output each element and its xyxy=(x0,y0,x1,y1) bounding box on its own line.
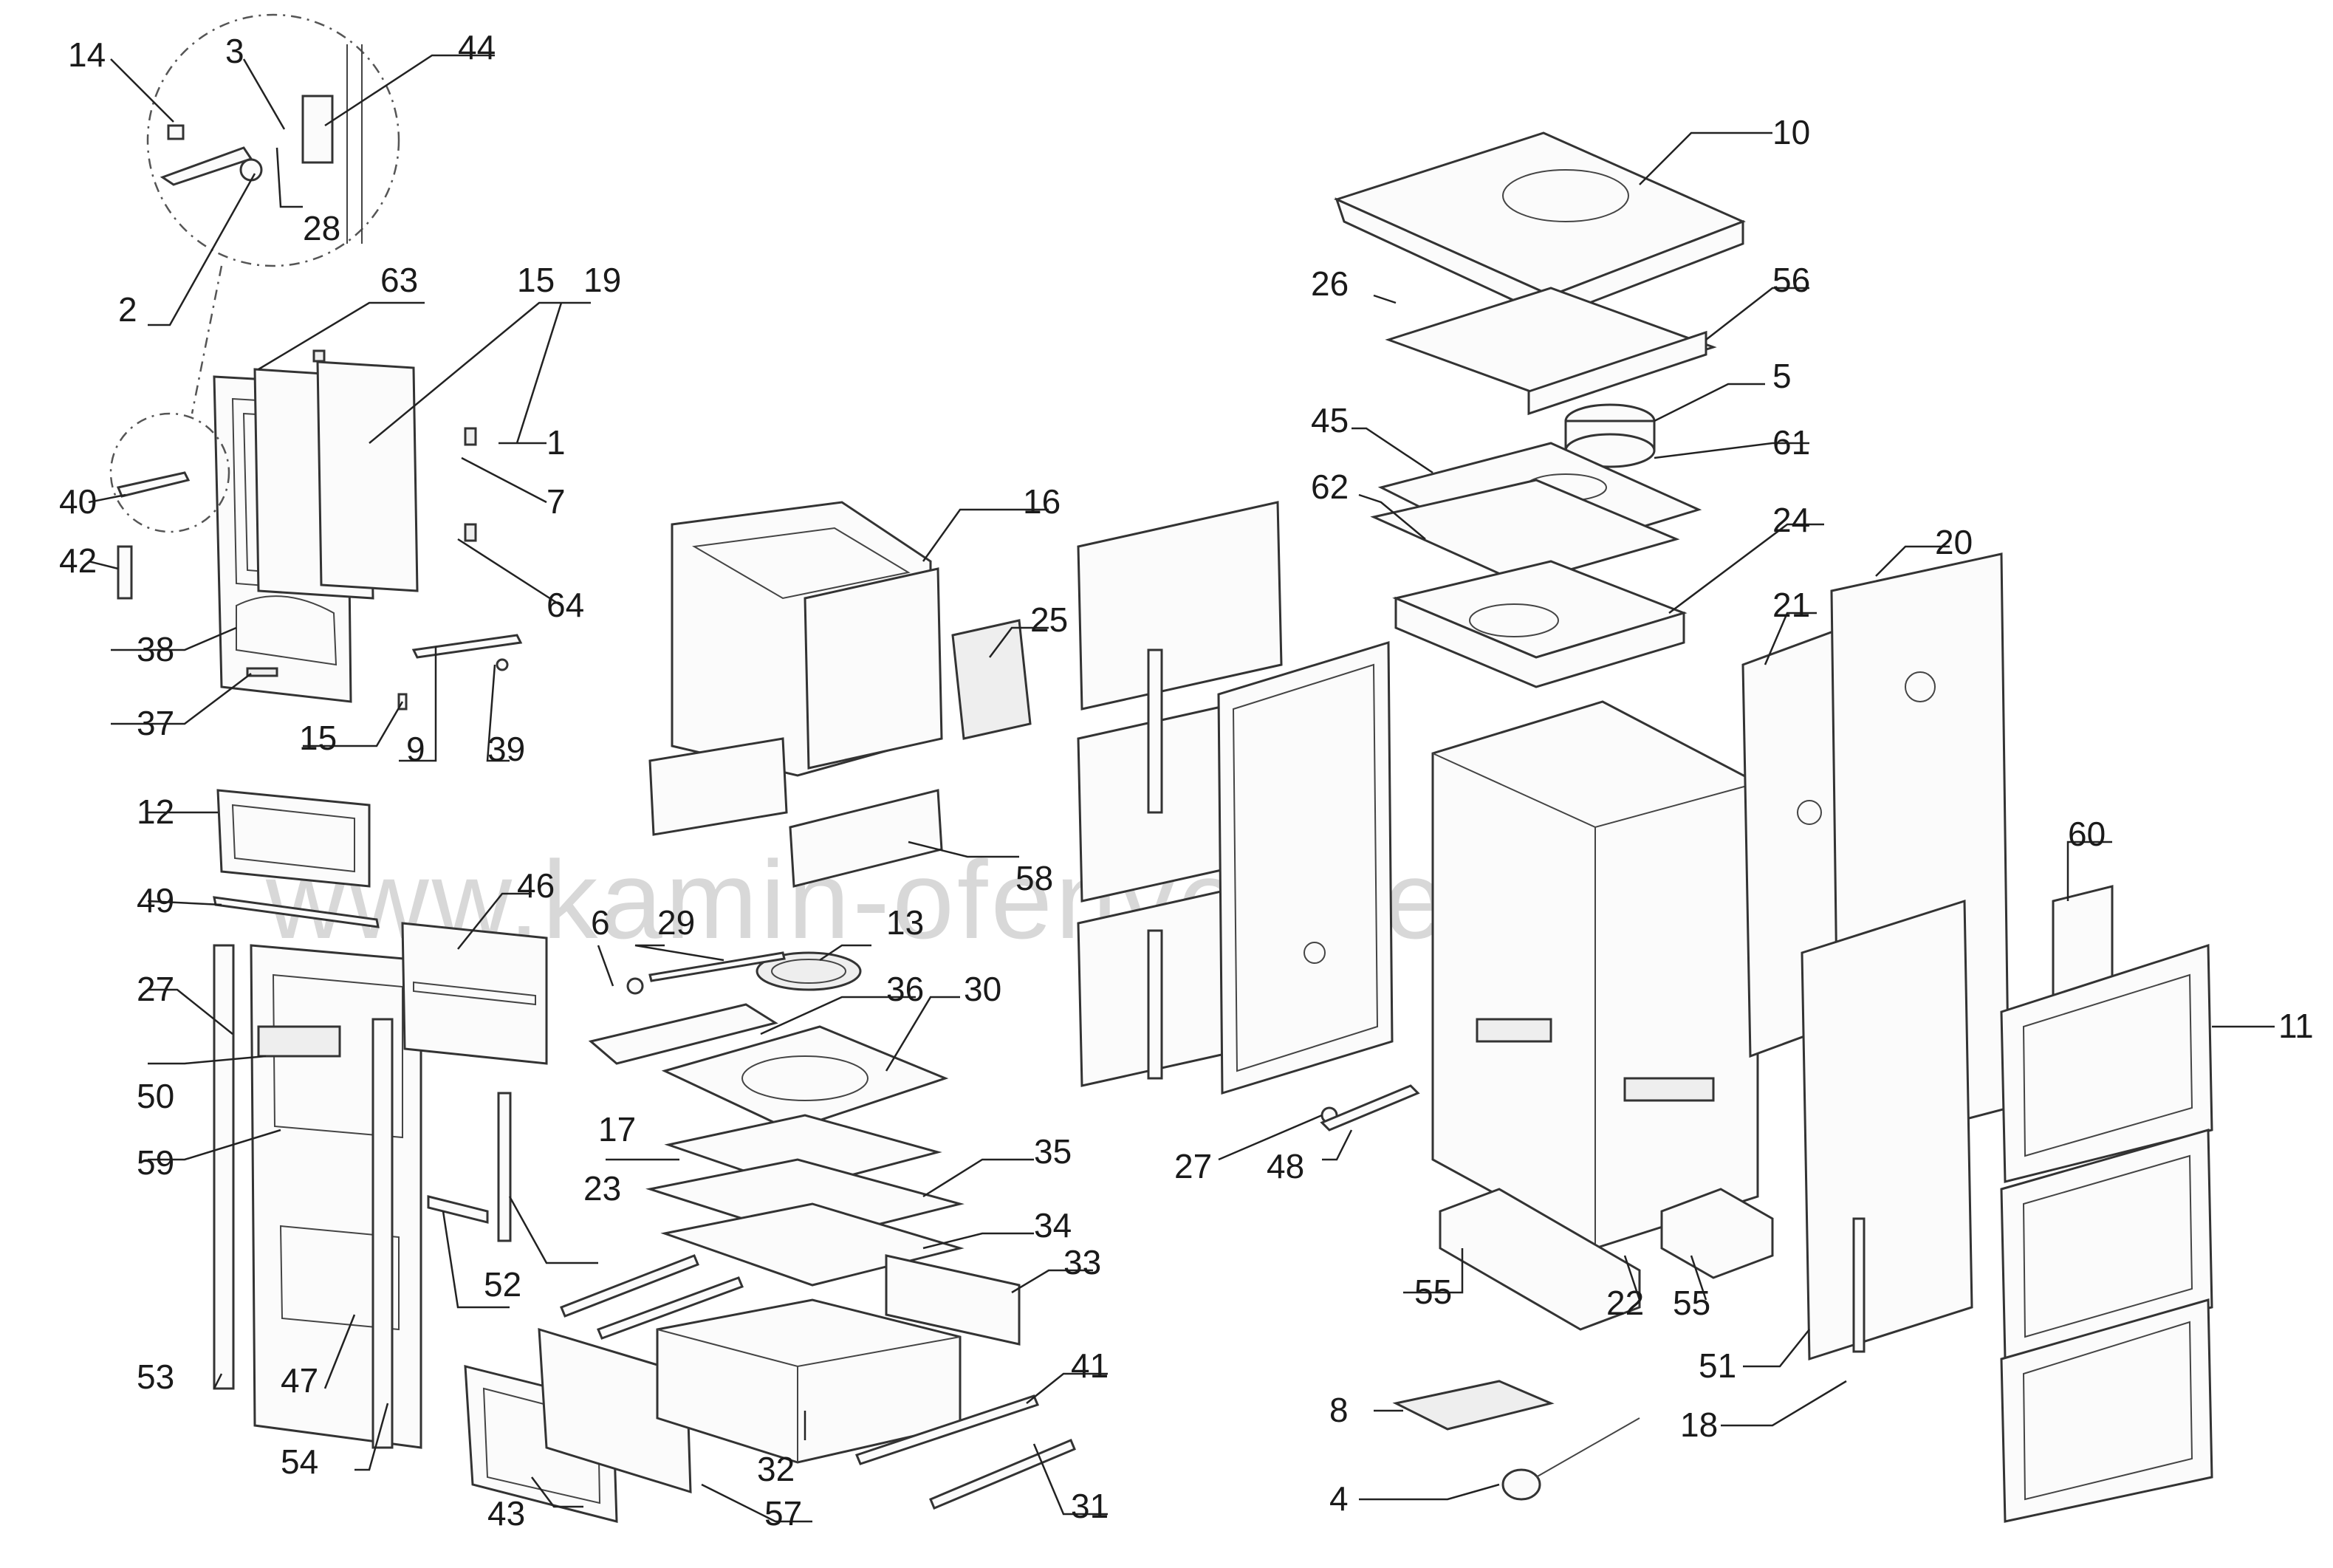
plate-45-62 xyxy=(1370,442,1702,585)
detail-hinge-circle xyxy=(146,13,400,267)
callout-27-right: 27 xyxy=(1174,1147,1212,1185)
callout-55-right: 55 xyxy=(1673,1284,1710,1322)
lever-48-27 xyxy=(1320,1084,1420,1132)
callout-62: 62 xyxy=(1311,468,1349,506)
door-glass-63 xyxy=(253,349,477,600)
callout-7: 7 xyxy=(547,482,566,521)
firebox-16 xyxy=(648,501,943,888)
callout-8: 8 xyxy=(1329,1391,1349,1429)
callout-33: 33 xyxy=(1063,1243,1101,1281)
callout-9: 9 xyxy=(406,730,425,768)
callout-37: 37 xyxy=(137,704,174,742)
callout-59: 59 xyxy=(137,1143,174,1182)
strip-52 xyxy=(427,1195,489,1224)
callout-14: 14 xyxy=(68,35,106,74)
callout-5: 5 xyxy=(1772,357,1792,395)
callout-46: 46 xyxy=(517,866,555,905)
callout-24: 24 xyxy=(1772,501,1810,539)
callout-48: 48 xyxy=(1267,1147,1304,1185)
callout-41: 41 xyxy=(1071,1346,1109,1385)
callout-17: 17 xyxy=(598,1110,636,1148)
grate-13 xyxy=(626,951,862,995)
callout-18: 18 xyxy=(1680,1406,1718,1444)
tiles-11 xyxy=(2000,943,2213,1523)
rails-55 xyxy=(1439,1188,1774,1331)
callout-50: 50 xyxy=(137,1077,174,1115)
callout-53: 53 xyxy=(137,1358,174,1396)
callout-34: 34 xyxy=(1034,1206,1072,1245)
callout-57: 57 xyxy=(764,1494,802,1533)
callout-28: 28 xyxy=(303,209,340,247)
callout-25: 25 xyxy=(1030,600,1068,639)
callout-42: 42 xyxy=(59,541,97,580)
callout-4: 4 xyxy=(1329,1479,1349,1518)
callout-12: 12 xyxy=(137,792,174,831)
hinge-detail-40 xyxy=(109,412,230,600)
callout-43: 43 xyxy=(487,1494,525,1533)
callout-31: 31 xyxy=(1071,1487,1109,1525)
callout-38: 38 xyxy=(137,630,174,668)
callout-54: 54 xyxy=(281,1442,318,1481)
callout-6: 6 xyxy=(591,903,610,942)
callout-21: 21 xyxy=(1772,586,1810,624)
callout-55-left: 55 xyxy=(1414,1273,1452,1311)
panel-46 xyxy=(401,922,548,1065)
callout-56: 56 xyxy=(1772,261,1810,299)
callout-29: 29 xyxy=(657,903,695,942)
callout-58: 58 xyxy=(1015,859,1053,897)
plates-56-26 xyxy=(1385,287,1717,416)
callout-44: 44 xyxy=(458,28,496,66)
callout-1: 1 xyxy=(547,423,566,462)
callout-15-top: 15 xyxy=(517,261,555,299)
top-plate-10 xyxy=(1333,131,1746,319)
callout-22: 22 xyxy=(1606,1284,1644,1322)
callout-2: 2 xyxy=(118,290,137,329)
callout-11: 11 xyxy=(2278,1007,2314,1045)
callout-52: 52 xyxy=(484,1265,521,1304)
callout-32: 32 xyxy=(757,1450,795,1488)
grate-25 xyxy=(951,619,1032,740)
plate-36-30 xyxy=(588,1003,949,1132)
callout-13: 13 xyxy=(886,903,924,942)
strip-23 xyxy=(497,1092,512,1242)
callout-labels: 14 3 44 28 2 63 15 19 1 7 40 42 64 38 37… xyxy=(59,28,2314,1533)
side-frame-47 xyxy=(213,944,422,1449)
callout-45: 45 xyxy=(1311,401,1349,439)
top-panel-12 xyxy=(213,789,380,928)
callout-64: 64 xyxy=(547,586,584,624)
callout-23: 23 xyxy=(583,1169,621,1208)
callout-40: 40 xyxy=(59,482,97,521)
callout-36: 36 xyxy=(886,970,924,1008)
casing-22 xyxy=(1431,700,1759,1250)
callout-26: 26 xyxy=(1311,264,1349,303)
callout-39: 39 xyxy=(487,730,525,768)
callout-60: 60 xyxy=(2068,815,2106,853)
callout-47: 47 xyxy=(281,1361,318,1400)
callout-20: 20 xyxy=(1935,523,1973,561)
side-wall-51 xyxy=(1801,899,1973,1361)
tray-17-35-34 xyxy=(645,1114,965,1287)
callout-15-bottom: 15 xyxy=(299,719,337,757)
leader-lines xyxy=(88,54,2275,1523)
callout-19: 19 xyxy=(583,261,621,299)
callout-61: 61 xyxy=(1772,423,1810,462)
insulation-24 xyxy=(1392,560,1688,688)
handle-8-knob-4 xyxy=(1392,1380,1640,1501)
callout-27-left: 27 xyxy=(137,970,174,1008)
callout-30: 30 xyxy=(964,970,1001,1008)
callout-16: 16 xyxy=(1023,482,1061,521)
side-wall-right-front xyxy=(1217,640,1394,1095)
callout-63: 63 xyxy=(380,261,418,299)
small-parts-9-39 xyxy=(397,634,523,711)
ash-door-43 xyxy=(464,1327,692,1523)
callout-3: 3 xyxy=(225,32,244,70)
callout-35: 35 xyxy=(1034,1132,1072,1171)
callout-51: 51 xyxy=(1699,1346,1736,1385)
callout-49: 49 xyxy=(137,881,174,920)
callout-10: 10 xyxy=(1772,113,1810,151)
